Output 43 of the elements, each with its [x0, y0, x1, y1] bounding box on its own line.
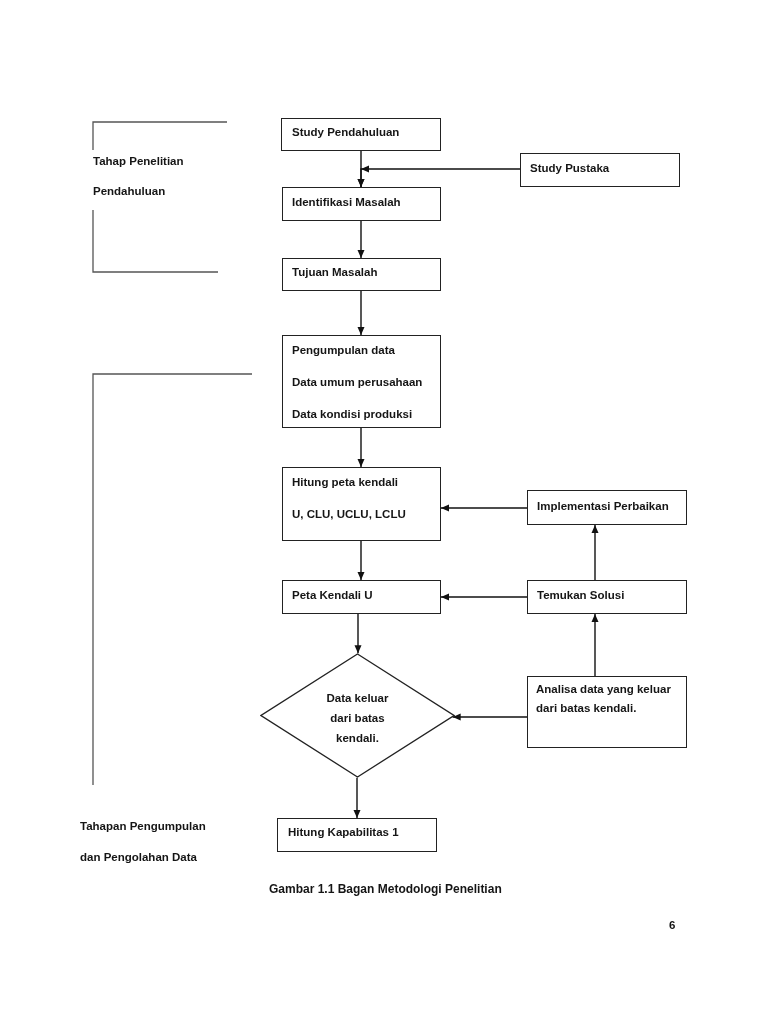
process-box	[282, 467, 441, 541]
process-box	[282, 187, 441, 221]
step-label: Data keluar dari batas kendali.	[325, 690, 390, 746]
stage-label: Tahapan Pengumpulan dan Pengolahan Data	[80, 819, 207, 865]
arrow	[354, 613, 362, 655]
step-label: Peta Kendali U	[292, 588, 374, 603]
arrow	[357, 427, 365, 468]
step-label: Implementasi Perbaikan	[537, 499, 670, 514]
step-label: Temukan Solusi	[537, 588, 626, 603]
step-label: Data kondisi produksi	[292, 407, 414, 422]
process-box	[527, 490, 687, 525]
step-label: Hitung Kapabilitas 1	[288, 825, 400, 840]
step-label: U, CLU, UCLU, LCLU	[292, 507, 407, 522]
arrow	[440, 504, 528, 512]
process-box	[527, 676, 687, 748]
process-box	[282, 335, 441, 428]
arrow	[357, 165, 521, 188]
arrow	[357, 540, 365, 581]
arrow	[357, 220, 365, 259]
step-label: Data umum perusahaan	[292, 375, 424, 390]
process-box	[282, 580, 441, 614]
step-label: Pengumpulan data	[292, 343, 396, 358]
arrow	[440, 593, 528, 601]
process-box	[277, 818, 437, 852]
figure-caption: Gambar 1.1 Bagan Metodologi Penelitian	[269, 881, 502, 897]
decision-diamond	[260, 653, 455, 778]
page-number: 6	[669, 918, 677, 933]
stage-label: Tahap Penelitian Pendahuluan	[93, 154, 185, 199]
process-box	[282, 258, 441, 291]
step-label: Study Pendahuluan	[292, 125, 401, 140]
process-box	[281, 118, 441, 151]
step-label: Analisa data yang keluar dari batas kendali.	[536, 682, 672, 716]
arrow	[357, 290, 365, 336]
arrow	[353, 776, 361, 819]
arrow	[451, 713, 528, 721]
step-label: Tujuan Masalah	[292, 265, 379, 280]
step-label: Hitung peta kendali	[292, 475, 400, 490]
step-label: Study Pustaka	[530, 161, 611, 176]
process-box	[520, 153, 680, 187]
process-box	[527, 580, 687, 614]
arrow	[591, 613, 599, 677]
arrow	[591, 524, 599, 581]
step-label: Identifikasi Masalah	[292, 195, 402, 210]
